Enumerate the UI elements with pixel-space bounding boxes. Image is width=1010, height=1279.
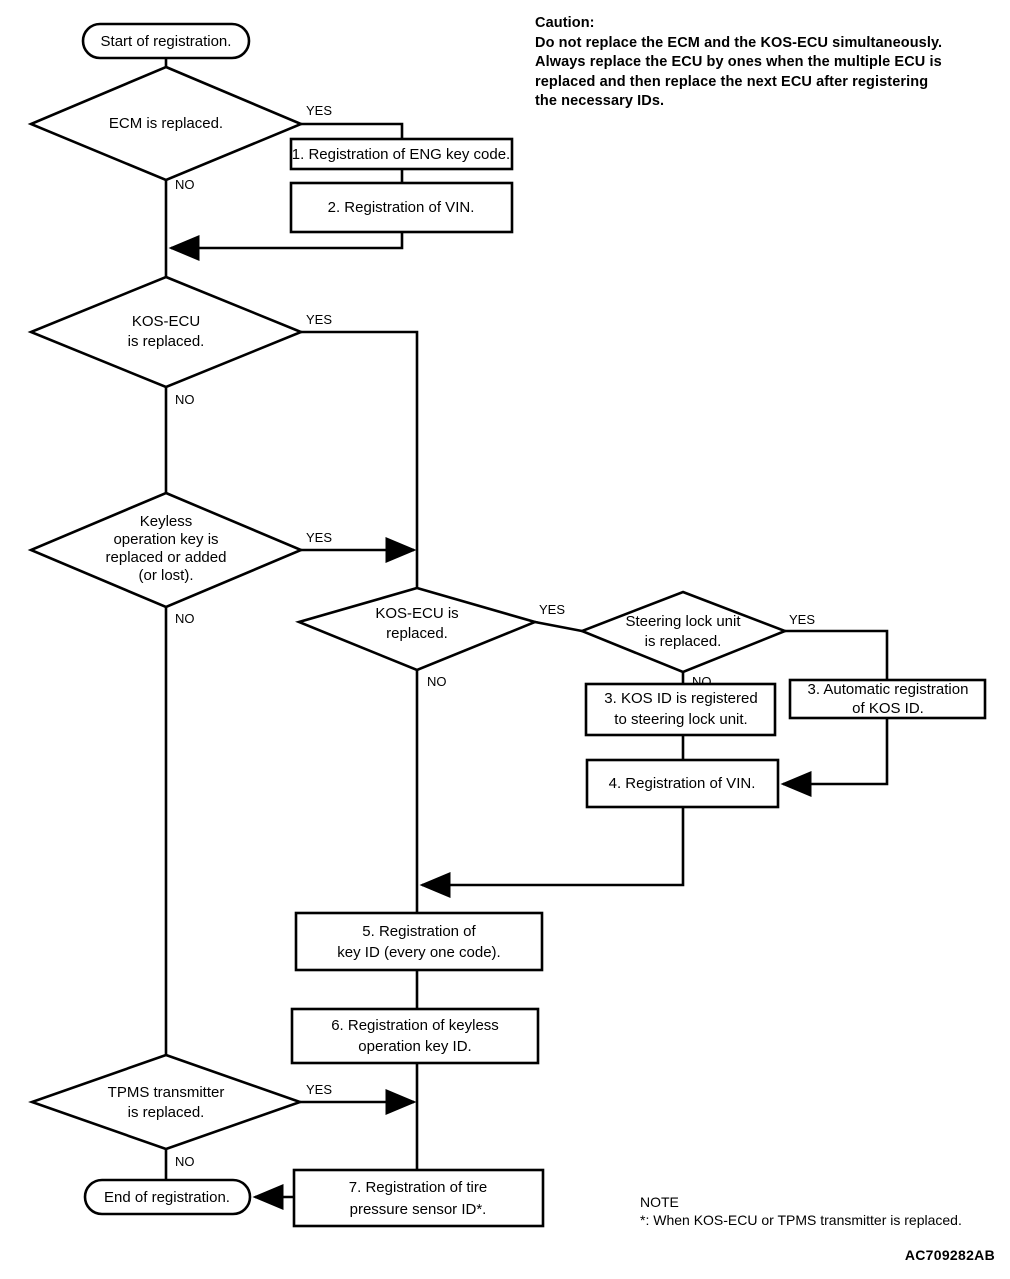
process-box-1-label: 1. Registration of ENG key code. xyxy=(292,146,510,163)
end-terminator-label: End of registration. xyxy=(104,1189,230,1206)
edge-label-kos2-no: NO xyxy=(427,674,447,689)
process-box-2 xyxy=(289,181,514,234)
start-terminator-label: Start of registration. xyxy=(101,33,232,50)
process-box-2-label: 2. Registration of VIN. xyxy=(328,199,475,216)
edge-label-ecm-yes: YES xyxy=(306,103,332,118)
process-box-7-line1: 7. Registration of tire xyxy=(349,1179,487,1196)
decision-keyless-line2: operation key is xyxy=(113,531,218,548)
edge-label-kos2-yes: YES xyxy=(539,602,565,617)
edge-label-tpms-yes: YES xyxy=(306,1082,332,1097)
decision-tpms-replaced xyxy=(28,1053,304,1151)
decision-steering-line2: is replaced. xyxy=(645,633,722,650)
start-terminator xyxy=(81,22,251,60)
process-box-3a-line2: to steering lock unit. xyxy=(614,711,747,728)
decision-kos2-line1: KOS-ECU is xyxy=(375,605,458,622)
decision-kos1-line2: is replaced. xyxy=(128,333,205,350)
figure-code: AC709282AB xyxy=(904,1247,995,1263)
caution-line-4: the necessary IDs. xyxy=(535,93,665,110)
edge-label-kos1-no: NO xyxy=(175,392,195,407)
decision-steering-line1: Steering lock unit xyxy=(625,613,741,630)
caution-line-3: replaced and then replace the next ECU a… xyxy=(535,73,929,90)
decision-kos-ecu-replaced-2 xyxy=(295,586,539,672)
edge-label-steering-yes: YES xyxy=(789,612,815,627)
decision-tpms-line2: is replaced. xyxy=(128,1104,205,1121)
decision-keyless-line3: replaced or added xyxy=(106,549,227,566)
process-box-7-line2: pressure sensor ID*. xyxy=(350,1201,487,1218)
link-box4-to-main-column xyxy=(419,807,685,898)
decision-kos2-line2: replaced. xyxy=(386,625,448,642)
link-kos2-yes-to-steering xyxy=(534,620,583,633)
process-box-5-line1: 5. Registration of xyxy=(362,923,476,940)
note-text: *: When KOS-ECU or TPMS transmitter is r… xyxy=(640,1212,962,1228)
edge-label-keyless-no: NO xyxy=(175,611,195,626)
process-box-5-line2: key ID (every one code). xyxy=(337,944,500,961)
decision-kos-ecu-replaced-1 xyxy=(27,275,305,389)
caution-line-1: Do not replace the ECM and the KOS-ECU s… xyxy=(535,34,943,51)
edge-label-keyless-yes: YES xyxy=(306,530,332,545)
process-box-7 xyxy=(292,1168,545,1228)
caution-line-2: Always replace the ECU by ones when the … xyxy=(535,54,942,71)
caution-heading: Caution: xyxy=(535,15,595,31)
link-kos1-yes-to-kos2 xyxy=(301,330,419,588)
edge-label-tpms-no: NO xyxy=(175,1154,195,1169)
note-heading: NOTE xyxy=(640,1194,679,1210)
process-box-1 xyxy=(289,137,514,171)
decision-keyless-line1: Keyless xyxy=(140,513,193,530)
end-terminator xyxy=(83,1178,252,1216)
note-block: NOTE *: When KOS-ECU or TPMS transmitter… xyxy=(640,1193,1000,1229)
link-box3b-to-box4 xyxy=(780,718,889,797)
process-box-6 xyxy=(290,1007,540,1065)
decision-ecm-label: ECM is replaced. xyxy=(109,115,223,132)
process-box-3b-line1: 3. Automatic registration xyxy=(808,681,969,698)
process-box-6-line2: operation key ID. xyxy=(358,1038,471,1055)
process-box-4 xyxy=(585,758,780,809)
process-box-5 xyxy=(294,911,544,972)
process-box-3b xyxy=(788,678,987,720)
link-box2-to-spine xyxy=(168,232,404,261)
edge-label-ecm-no: NO xyxy=(175,177,195,192)
link-steering-yes-to-box3b xyxy=(785,629,889,680)
edge-label-kos1-yes: YES xyxy=(306,312,332,327)
decision-keyless-line4: (or lost). xyxy=(138,567,193,584)
process-box-6-line1: 6. Registration of keyless xyxy=(331,1017,499,1034)
decision-steering-lock-replaced xyxy=(578,590,789,674)
process-box-3a xyxy=(584,682,777,737)
decision-ecm-replaced xyxy=(27,65,305,182)
process-box-4-label: 4. Registration of VIN. xyxy=(609,775,756,792)
link-ecm-yes-to-box1 xyxy=(301,122,404,139)
decision-keyless-key-replaced xyxy=(27,491,305,609)
decision-tpms-line1: TPMS transmitter xyxy=(108,1084,225,1101)
decision-kos1-line1: KOS-ECU xyxy=(132,313,200,330)
process-box-3a-line1: 3. KOS ID is registered xyxy=(604,690,757,707)
process-box-3b-line2: of KOS ID. xyxy=(852,700,924,717)
caution-block: Caution: Do not replace the ECM and the … xyxy=(535,14,1000,112)
